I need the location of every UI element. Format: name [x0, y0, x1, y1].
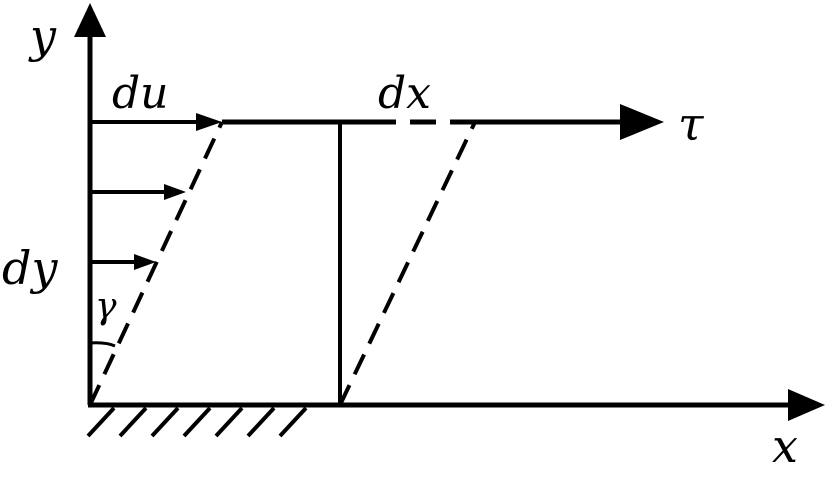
dx-label: dx	[378, 68, 431, 119]
velocity-arrow-middle	[90, 184, 186, 200]
velocity-arrow-lower	[90, 254, 156, 270]
x-axis	[88, 389, 825, 421]
velocity-arrow-top	[90, 113, 222, 131]
tau-label: τ	[678, 97, 705, 151]
dy-label: dy	[2, 241, 58, 295]
top-shear-line	[222, 104, 664, 140]
velocity-profile-dashed-line	[88, 121, 224, 406]
tau-arrowhead	[620, 104, 664, 140]
deformed-element-dashed-edge	[338, 121, 477, 406]
gamma-angle-arc	[89, 341, 116, 348]
ground-hatching	[86, 406, 308, 438]
gamma-label: γ	[95, 286, 117, 327]
y-axis-label: y	[28, 9, 57, 63]
y-axis-arrowhead	[74, 3, 106, 37]
x-axis-arrowhead	[788, 389, 825, 421]
y-axis	[74, 3, 106, 405]
x-axis-label: x	[772, 419, 798, 473]
du-label: du	[112, 68, 169, 119]
